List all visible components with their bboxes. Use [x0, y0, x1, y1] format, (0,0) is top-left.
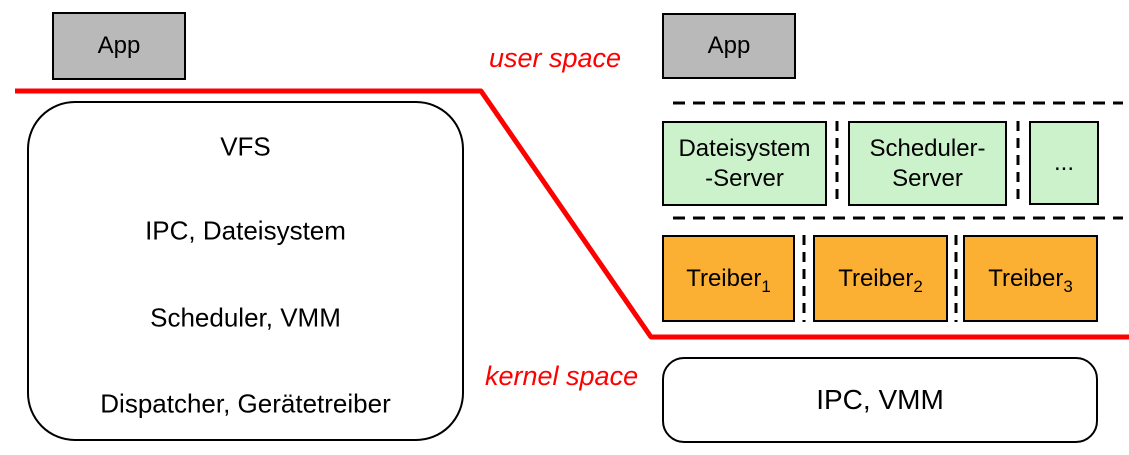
driver-box-label: Treiber3 [988, 264, 1073, 296]
monolithic-kernel-box: VFS IPC, Dateisystem Scheduler, VMM Disp… [27, 101, 464, 441]
server-box-ellipsis: ... [1029, 121, 1099, 205]
kernel-layer-dispatcher-geraetetreiber: Dispatcher, Gerätetreiber [100, 388, 391, 419]
kernel-layer-vfs: VFS [220, 131, 271, 162]
driver-box-3: Treiber3 [963, 235, 1098, 322]
server-box-dateisystem: Dateisystem -Server [662, 121, 827, 206]
driver-box-label: Treiber1 [686, 264, 771, 296]
app-box-monolithic: App [52, 12, 186, 80]
server-box-label: Dateisystem -Server [678, 134, 811, 192]
driver-subscript: 2 [913, 276, 923, 296]
driver-box-2: Treiber2 [813, 235, 948, 322]
kernel-layer-scheduler-vmm: Scheduler, VMM [150, 302, 341, 333]
driver-box-1: Treiber1 [662, 235, 795, 322]
user-kernel-boundary-line [15, 88, 1129, 340]
server-box-label: Scheduler- Server [869, 134, 986, 192]
user-space-label: user space [489, 43, 622, 73]
driver-subscript: 1 [761, 276, 771, 296]
kernel-layer-ipc-dateisystem: IPC, Dateisystem [145, 215, 346, 246]
app-box-microkernel: App [662, 13, 796, 79]
driver-subscript: 3 [1063, 276, 1073, 296]
driver-box-label: Treiber2 [838, 264, 923, 296]
server-box-scheduler: Scheduler- Server [848, 121, 1007, 206]
kernel-space-label: kernel space [485, 361, 639, 391]
microkernel-box: IPC, VMM [662, 357, 1098, 443]
